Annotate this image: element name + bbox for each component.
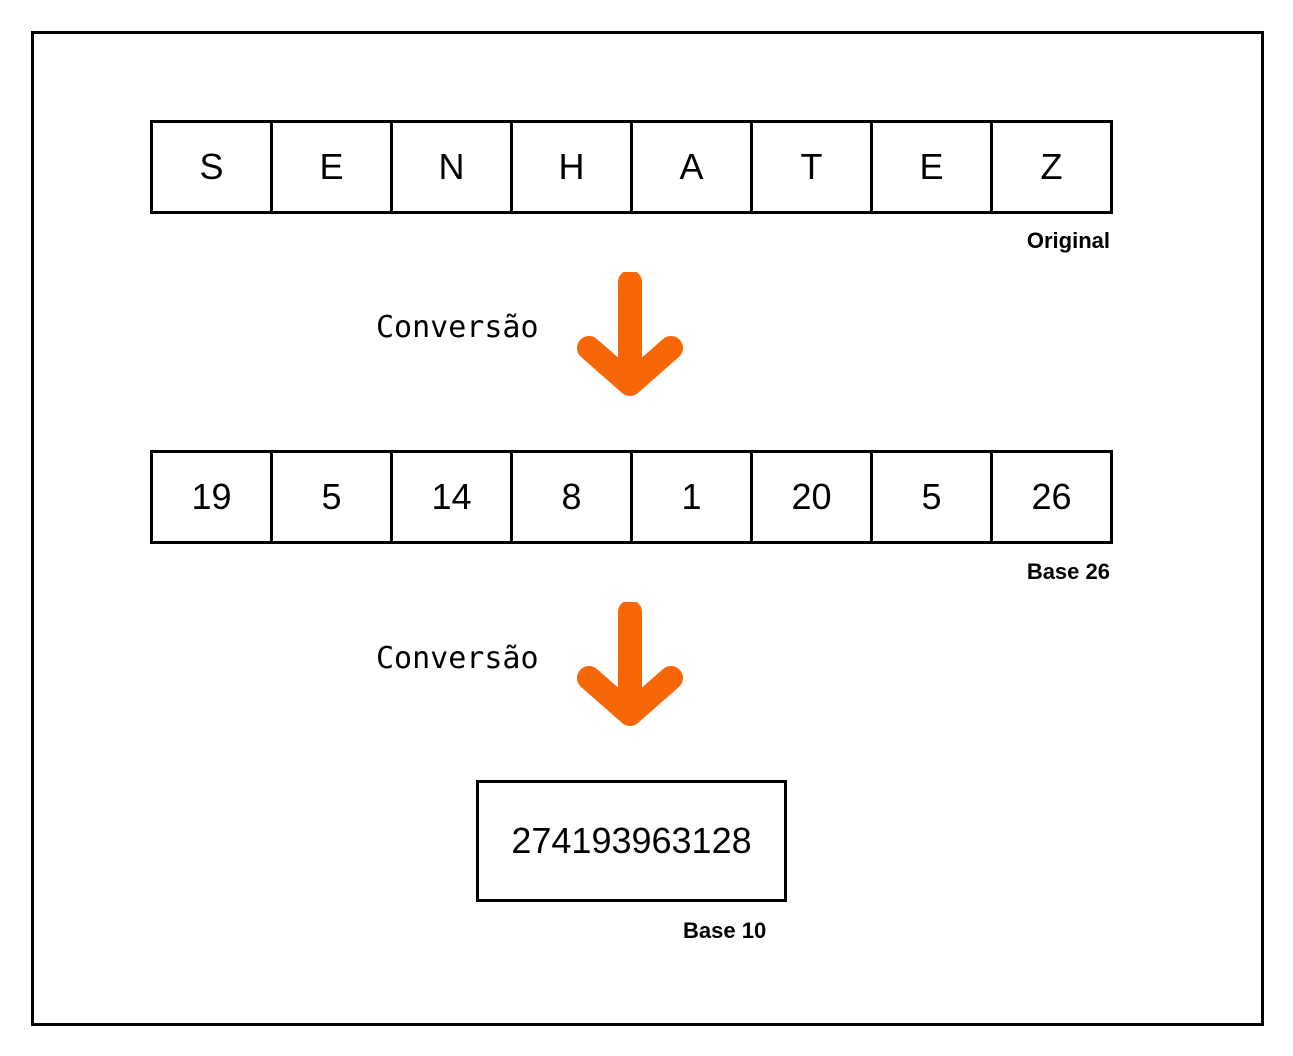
base26-caption: Base 26 <box>1026 559 1110 584</box>
letter-cell: E <box>873 123 993 211</box>
diagram-frame <box>31 31 1264 1026</box>
letter-cell: Z <box>993 123 1113 211</box>
base10-value: 274193963128 <box>511 820 752 861</box>
digit-cell: 14 <box>393 453 513 541</box>
digit-cell: 20 <box>753 453 873 541</box>
letter-cell: H <box>513 123 633 211</box>
original-letters-row: S E N H A T E Z <box>150 120 1113 214</box>
base10-caption: Base 10 <box>683 918 767 943</box>
conversion-label-1: Conversão <box>376 310 539 345</box>
digit-cell: 5 <box>273 453 393 541</box>
letter-cell: S <box>153 123 273 211</box>
original-caption: Original <box>1026 228 1110 253</box>
base26-digits-row: 19 5 14 8 1 20 5 26 <box>150 450 1113 544</box>
letter-cell: T <box>753 123 873 211</box>
conversion-label-2: Conversão <box>376 641 539 676</box>
down-arrow-icon <box>577 272 683 396</box>
down-arrow-icon <box>577 602 683 726</box>
base10-result-box: 274193963128 <box>476 780 787 902</box>
digit-cell: 26 <box>993 453 1113 541</box>
letter-cell: E <box>273 123 393 211</box>
letter-cell: A <box>633 123 753 211</box>
letter-cell: N <box>393 123 513 211</box>
digit-cell: 8 <box>513 453 633 541</box>
digit-cell: 1 <box>633 453 753 541</box>
digit-cell: 5 <box>873 453 993 541</box>
digit-cell: 19 <box>153 453 273 541</box>
